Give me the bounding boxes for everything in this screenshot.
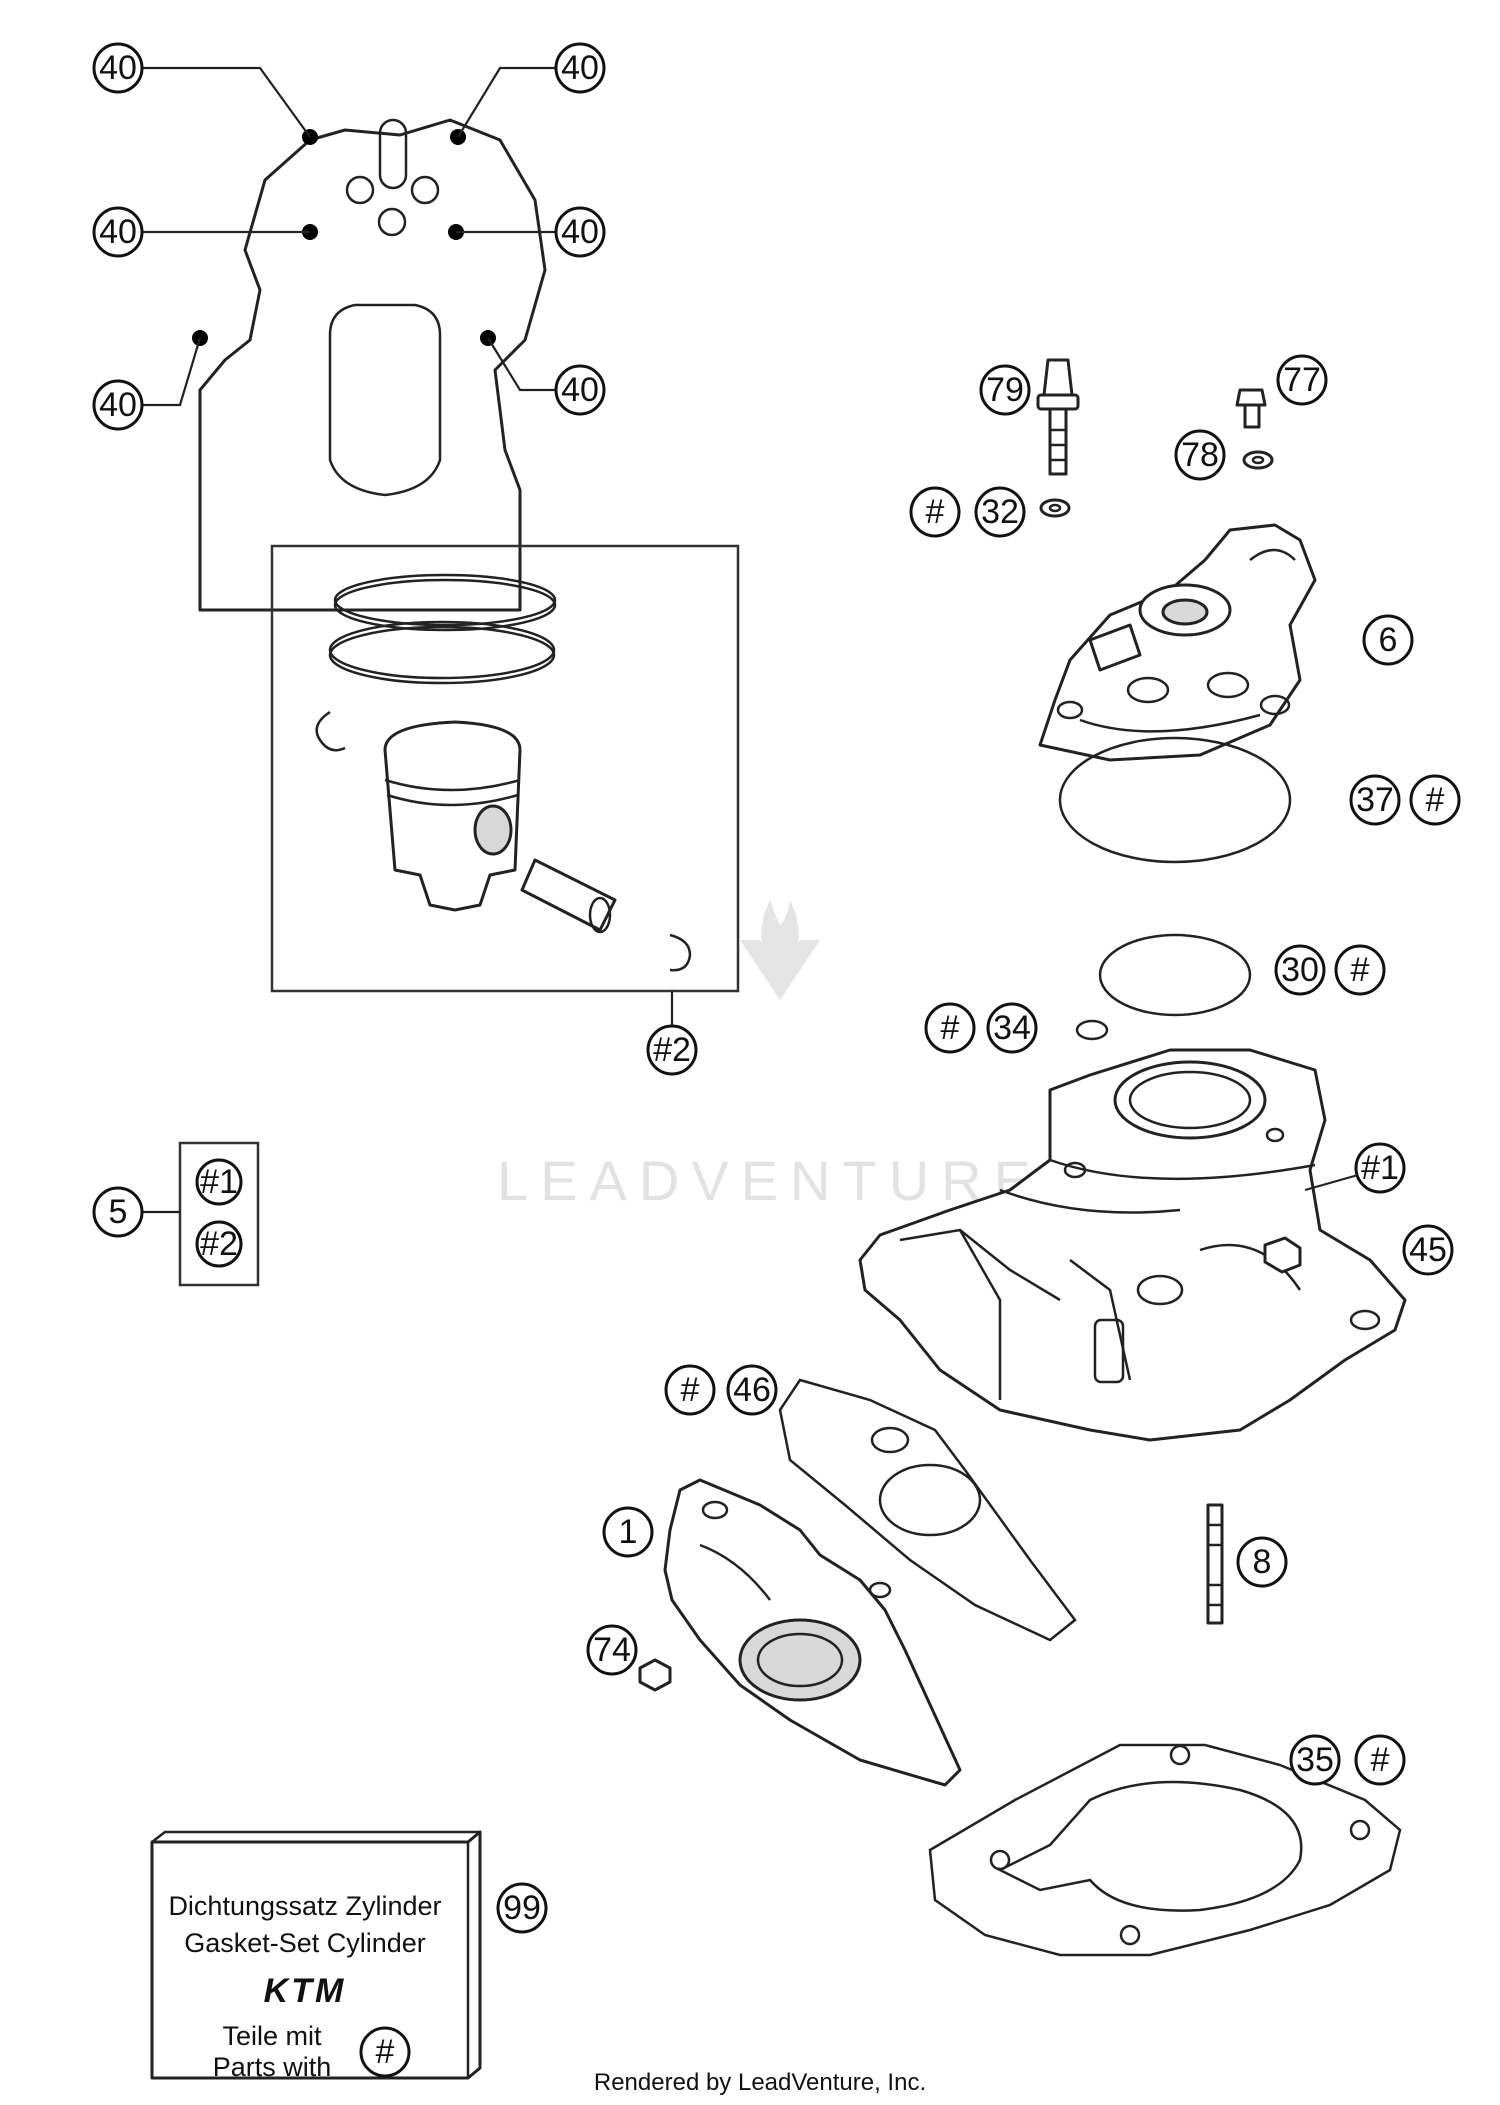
nut-74 — [638, 1658, 672, 1692]
svg-text:#2: #2 — [200, 1225, 238, 1263]
nut-45 — [1263, 1236, 1302, 1274]
svg-text:1: 1 — [619, 1513, 638, 1551]
callout-40-bottom-right[interactable]: 40 — [554, 364, 606, 416]
kit-label-english: Parts with — [213, 2052, 332, 2082]
svg-text:40: 40 — [561, 213, 599, 251]
watermark-text: LEADVENTURE — [497, 1149, 1043, 1212]
callout-34-ref[interactable]: # — [924, 1002, 976, 1054]
callout-34[interactable]: 34 — [986, 1002, 1038, 1054]
svg-text:#: # — [681, 1371, 700, 1409]
callout-35-ref[interactable]: # — [1354, 1734, 1406, 1786]
cylinder — [858, 1048, 1407, 1442]
svg-text:35: 35 — [1296, 1741, 1334, 1779]
callout-79[interactable]: 79 — [979, 364, 1031, 416]
base-gasket — [928, 1743, 1402, 1957]
callout-40-top-right[interactable]: 40 — [554, 42, 606, 94]
cylinder-head — [1038, 523, 1317, 762]
callout-32-ref[interactable]: # — [909, 486, 961, 538]
svg-text:#1: #1 — [200, 1163, 238, 1201]
svg-text:#1: #1 — [1361, 1149, 1399, 1187]
callout-37[interactable]: 37 — [1349, 774, 1401, 826]
callout-6[interactable]: 6 — [1362, 614, 1414, 666]
callout-1-cylinder[interactable]: #1 — [1354, 1142, 1406, 1194]
reed-valve-block — [663, 1478, 962, 1787]
footer-credit: Rendered by LeadVenture, Inc. — [594, 2069, 926, 2096]
svg-text:40: 40 — [99, 213, 137, 251]
callout-40-top-left[interactable]: 40 — [92, 42, 144, 94]
washer-32 — [1039, 498, 1071, 518]
svg-text:6: 6 — [1379, 621, 1398, 659]
piston-kit-box — [270, 544, 740, 1028]
o-ring — [1098, 933, 1252, 1017]
callout-30[interactable]: 30 — [1274, 944, 1326, 996]
head-gasket-ring — [1058, 736, 1292, 864]
callout-74[interactable]: 74 — [586, 1624, 638, 1676]
callout-40-bottom-left[interactable]: 40 — [92, 379, 144, 431]
callout-99[interactable]: 99 — [496, 1882, 548, 1934]
callout-30-ref[interactable]: # — [1334, 944, 1386, 996]
svg-text:45: 45 — [1409, 1231, 1447, 1269]
callout-5[interactable]: 5 — [92, 1186, 144, 1238]
svg-text:34: 34 — [993, 1009, 1031, 1047]
svg-text:8: 8 — [1253, 1543, 1272, 1581]
bolt-77 — [1235, 388, 1267, 429]
washer-78 — [1242, 450, 1274, 470]
callout-46-ref[interactable]: # — [664, 1364, 716, 1416]
callout-2-piston-kit[interactable]: #2 — [646, 1024, 698, 1076]
callout-35[interactable]: 35 — [1289, 1734, 1341, 1786]
callout-kit-ref[interactable]: # — [359, 2026, 411, 2078]
callout-45[interactable]: 45 — [1402, 1224, 1454, 1276]
svg-text:40: 40 — [561, 371, 599, 409]
kit-title-english: Gasket-Set Cylinder — [184, 1928, 426, 1958]
gasket-46 — [778, 1378, 1077, 1642]
callout-1-reed-valve[interactable]: 1 — [602, 1506, 654, 1558]
callout-40-mid-right[interactable]: 40 — [554, 206, 606, 258]
ktm-logo: KTM — [264, 1972, 347, 2010]
leader-cylinder — [1304, 1173, 1359, 1192]
kit-label-german: Teile mit — [222, 2021, 322, 2051]
leader-lines-40 — [140, 66, 560, 407]
svg-text:37: 37 — [1356, 781, 1394, 819]
svg-text:#: # — [376, 2033, 395, 2071]
svg-text:99: 99 — [503, 1889, 541, 1927]
svg-text:74: 74 — [593, 1631, 631, 1669]
svg-text:40: 40 — [99, 49, 137, 87]
svg-text:30: 30 — [1281, 951, 1319, 989]
bolt-79 — [1036, 358, 1080, 476]
kit-title-german: Dichtungssatz Zylinder — [168, 1891, 441, 1921]
small-o-ring — [1075, 1019, 1109, 1041]
svg-text:#: # — [926, 493, 945, 531]
svg-text:40: 40 — [561, 49, 599, 87]
svg-text:32: 32 — [981, 493, 1019, 531]
callout-77[interactable]: 77 — [1276, 354, 1328, 406]
svg-text:#: # — [941, 1009, 960, 1047]
callout-78[interactable]: 78 — [1174, 429, 1226, 481]
callout-40-mid-left[interactable]: 40 — [92, 206, 144, 258]
svg-text:#: # — [1351, 951, 1370, 989]
callout-5-ref-1[interactable]: #1 — [195, 1158, 243, 1206]
callout-46[interactable]: 46 — [726, 1364, 778, 1416]
stud-8 — [1206, 1503, 1224, 1625]
svg-text:#: # — [1426, 781, 1445, 819]
svg-text:78: 78 — [1181, 436, 1219, 474]
svg-text:#2: #2 — [653, 1031, 691, 1069]
svg-text:40: 40 — [99, 386, 137, 424]
callout-5-ref-2[interactable]: #2 — [195, 1220, 243, 1268]
callout-32[interactable]: 32 — [974, 486, 1026, 538]
watermark-logo: LEADVENTURE — [497, 900, 1043, 1212]
head-gasket-plate — [198, 118, 547, 612]
svg-text:79: 79 — [986, 371, 1024, 409]
gasket-set-kit: Dichtungssatz Zylinder Gasket-Set Cylind… — [150, 1830, 482, 2082]
callout-37-ref[interactable]: # — [1409, 774, 1461, 826]
svg-text:#: # — [1371, 1741, 1390, 1779]
callout-8[interactable]: 8 — [1236, 1536, 1288, 1588]
svg-text:77: 77 — [1283, 361, 1321, 399]
svg-text:46: 46 — [733, 1371, 771, 1409]
svg-text:5: 5 — [109, 1193, 128, 1231]
item-5-box — [140, 1141, 260, 1287]
